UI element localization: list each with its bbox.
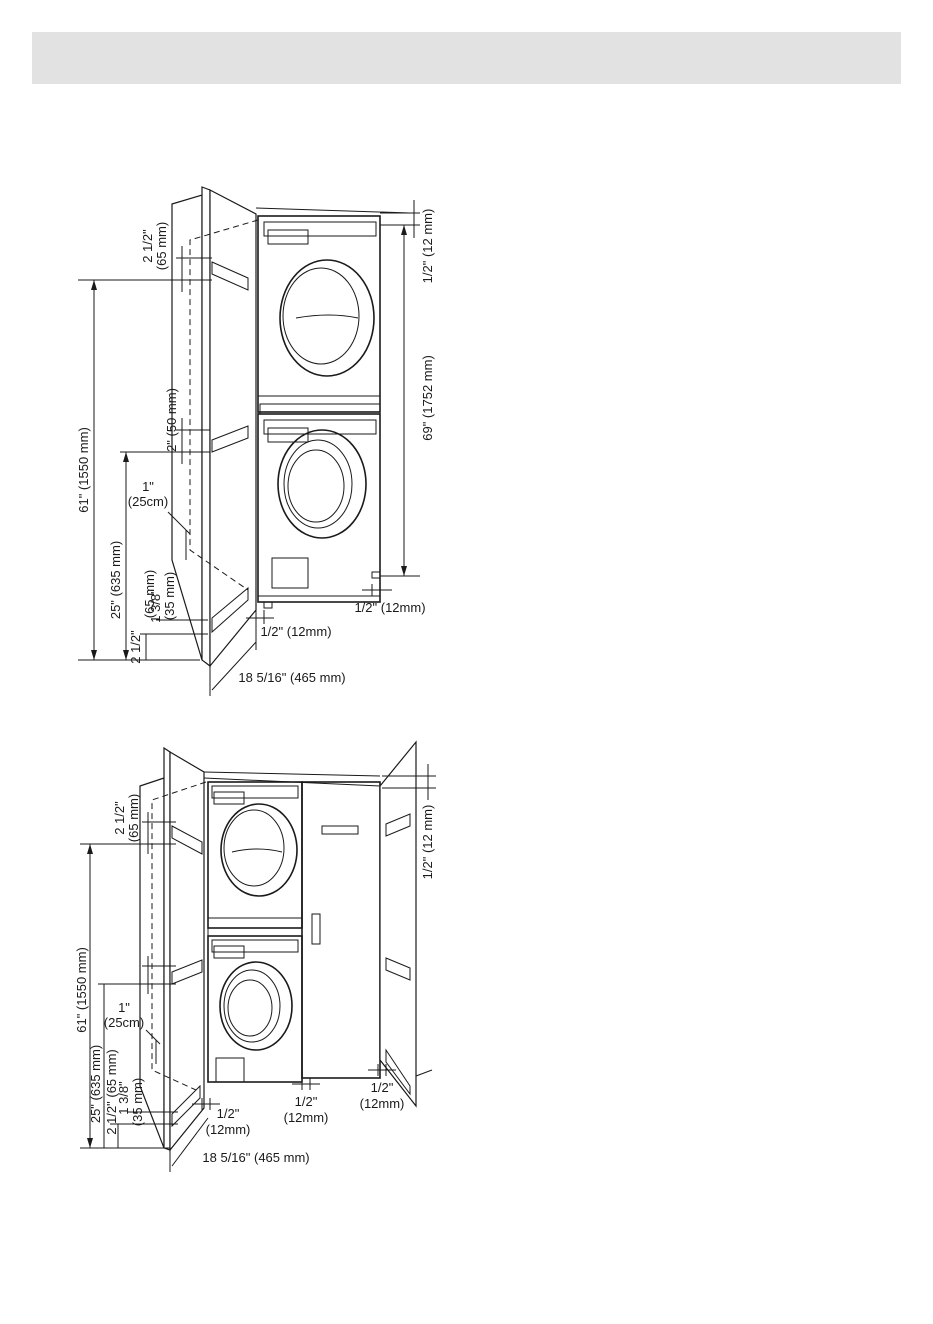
bottom-dim-12mm-b-label: (12mm) [284,1110,329,1125]
bottom-left-panel-edge [163,746,171,1151]
bottom-right-lower-rail [385,1048,411,1096]
header-bar [32,32,901,84]
bottom-right-middle-rail [385,957,411,981]
top-dim-61-label: 61" (1550 mm) [76,427,91,513]
top-dim-1in-b-label: (25cm) [128,494,168,509]
top-dim-depth-line [211,641,257,691]
bottom-cabinet-door-handle [311,913,321,945]
top-dim-2half-upper-b-label: (65 mm) [154,222,169,270]
dryer-body [257,215,381,413]
bottom-dim-35mm-label: (35 mm) [130,1078,145,1126]
bottom-dim-2half-lower-label: 2 1/2" (65 mm) [104,1049,119,1135]
top-middle-rail [211,425,249,453]
top-dim-2in-label: 2" (50 mm) [164,388,179,452]
washer-control-panel [263,419,377,435]
top-dim-69-label: 69" (1752 mm) [420,355,435,441]
bottom-dashed-outline [151,781,207,1091]
top-dim-2half-bottom-label: 2 1/2" [128,630,143,664]
washer-detergent-drawer [267,427,309,443]
bottom-dim-2half-upper-a-label: 2 1/2" [112,801,127,835]
bottom-left-middle-rail [171,959,203,985]
washer-body [257,413,381,603]
top-cabinet-side-edge [201,186,211,668]
bottom-washer-hatch [215,1057,245,1083]
top-dim-25-label: 25" (635 mm) [108,541,123,619]
bottom-installation-drawing: 61" (1550 mm) 25" (635 mm) 2 1/2" (65 mm… [74,740,436,1172]
bottom-right-upper-rail [385,813,411,837]
washer-door-ring [283,439,353,529]
top-dim-65mm-bottom-label: (65 mm) [142,570,157,618]
dryer-door [279,259,375,377]
bottom-dim-12mm-c-label: (12mm) [360,1096,405,1111]
bottom-dim-1in-a-label: 1" [118,1000,130,1015]
bottom-dim-depth-line [171,1117,209,1167]
bottom-dim-half-12-right-label: 1/2" (12 mm) [420,805,435,880]
bottom-dim-depth-label: 18 5/16" (465 mm) [202,1150,309,1165]
top-dim-depth-label: 18 5/16" (465 mm) [238,670,345,685]
top-dim-1in-a-label: 1" [142,479,154,494]
dryer-door-shelf [295,314,359,319]
bottom-right-side-panel [379,740,417,1108]
top-upper-rail [211,261,249,291]
bottom-dim-half-b-label: 1/2" [295,1094,318,1109]
bottom-dim-2half-upper-b-label: (65 mm) [126,794,141,842]
bottom-dryer-door [220,803,298,897]
top-lower-rail [211,586,249,634]
top-dim-2half-upper-a-label: 2 1/2" [140,229,155,263]
bottom-left-upper-rail [171,825,203,855]
top-dim-half-12-label: 1/2" (12 mm) [420,209,435,284]
bottom-dim-12mm-a-label: (12mm) [206,1122,251,1137]
bottom-washer-door [219,961,293,1051]
washer-door-glass [287,449,345,523]
bottom-left-side-panel [169,750,205,1152]
bottom-left-lower-rail [171,1084,201,1128]
bottom-dryer-display [213,791,245,805]
top-dim-half-12mm-right-label: 1/2" (12mm) [354,600,425,615]
bottom-dim-25-label: 25" (635 mm) [88,1045,103,1123]
top-dim-35mm-label: (35 mm) [162,572,177,620]
bottom-dim-1in-b-label: (25cm) [104,1015,144,1030]
washer-door [277,429,367,539]
top-installation-drawing: 61" (1550 mm) 25" (635 mm) 2 1/2" (65 mm… [76,186,435,696]
top-dim-half-12mm-center-label: 1/2" (12mm) [260,624,331,639]
dryer-control-panel [263,221,377,237]
bottom-dim-61-label: 61" (1550 mm) [74,947,89,1033]
washer-service-hatch [271,557,309,589]
bottom-dim-half-a-label: 1/2" [217,1106,240,1121]
dryer-display [267,229,309,245]
bottom-dim-1-3-8-label: 1 3/8" [116,1081,131,1115]
top-dashed-outline [189,219,259,591]
dryer-door-glass [282,267,360,365]
bottom-cabinet-top-handle [321,825,359,835]
top-cabinet-side-panel [209,189,257,668]
bottom-dim-half-c-label: 1/2" [371,1080,394,1095]
top-dim-1-3-8-label: 1 3/8" [148,589,163,623]
